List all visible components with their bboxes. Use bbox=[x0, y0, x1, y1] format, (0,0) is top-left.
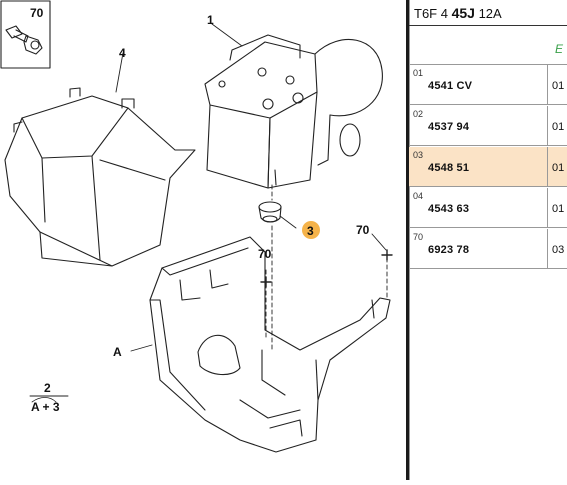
panel-left-border bbox=[409, 0, 410, 480]
part-reference[interactable]: 4537 94 bbox=[428, 121, 470, 133]
grommet-part bbox=[258, 201, 282, 223]
callout-4: 4 bbox=[119, 46, 126, 60]
callout-3: 3 bbox=[307, 224, 314, 238]
panel-header: T6F 4 45J 12A bbox=[409, 0, 567, 26]
accent-letter: E bbox=[554, 42, 563, 56]
callout-70-topleft: 70 bbox=[30, 6, 44, 20]
leader-lines bbox=[115, 23, 387, 352]
callout-70-right: 70 bbox=[356, 223, 370, 237]
bolt-detail-box bbox=[0, 0, 51, 69]
heat-shield-part bbox=[4, 87, 196, 267]
abs-unit-part bbox=[204, 34, 383, 189]
part-row[interactable]: 04 4543 63 01 bbox=[409, 188, 567, 228]
callout-1: 1 bbox=[207, 13, 214, 27]
column-separator bbox=[547, 229, 548, 268]
part-reference[interactable]: 4548 51 bbox=[428, 162, 470, 174]
panel-divider bbox=[406, 0, 409, 480]
column-separator bbox=[547, 65, 548, 104]
exploded-parts-diagram: 70 1 4 3 70 70 A 2 A + 3 bbox=[0, 0, 393, 453]
highlight-callout-3 bbox=[302, 221, 320, 239]
part-reference[interactable]: 4543 63 bbox=[428, 203, 470, 215]
part-quantity: 03 bbox=[552, 244, 565, 256]
part-index: 04 bbox=[413, 191, 424, 201]
part-index: 02 bbox=[413, 109, 424, 119]
column-separator bbox=[547, 106, 548, 145]
part-row[interactable]: 03 4548 51 01 bbox=[409, 147, 567, 187]
assembly-dashed-lines bbox=[265, 184, 388, 351]
part-index: 03 bbox=[413, 150, 424, 160]
callout-2: 2 bbox=[44, 381, 51, 395]
fraction-arc bbox=[31, 397, 57, 403]
part-quantity: 01 bbox=[552, 80, 565, 92]
screw-markers bbox=[260, 249, 393, 288]
callout-70-mid: 70 bbox=[258, 247, 272, 261]
callout-a: A bbox=[113, 345, 122, 359]
column-separator bbox=[547, 147, 548, 186]
part-row[interactable]: 02 4537 94 01 bbox=[409, 106, 567, 146]
callout-a-plus-3: A + 3 bbox=[31, 400, 60, 414]
part-reference[interactable]: 4541 CV bbox=[428, 80, 473, 92]
diagram-svg: 70 1 4 3 70 70 A 2 A + 3 bbox=[0, 0, 393, 453]
part-quantity: 01 bbox=[552, 121, 565, 133]
part-row[interactable]: 01 4541 CV 01 bbox=[409, 65, 567, 105]
group-code-bold: 45J bbox=[451, 5, 475, 21]
part-quantity: 01 bbox=[552, 203, 565, 215]
group-code: T6F 4 45J 12A bbox=[414, 5, 502, 21]
panel-subheader: E bbox=[409, 26, 567, 65]
part-reference[interactable]: 6923 78 bbox=[428, 244, 470, 256]
mounting-bracket-part bbox=[149, 236, 391, 453]
group-code-prefix: T6F 4 bbox=[414, 6, 448, 21]
part-index: 01 bbox=[413, 68, 424, 78]
column-separator bbox=[547, 188, 548, 227]
part-row[interactable]: 70 6923 78 03 bbox=[409, 229, 567, 269]
group-code-suffix: 12A bbox=[478, 6, 502, 21]
part-quantity: 01 bbox=[552, 162, 565, 174]
part-index: 70 bbox=[413, 232, 424, 242]
